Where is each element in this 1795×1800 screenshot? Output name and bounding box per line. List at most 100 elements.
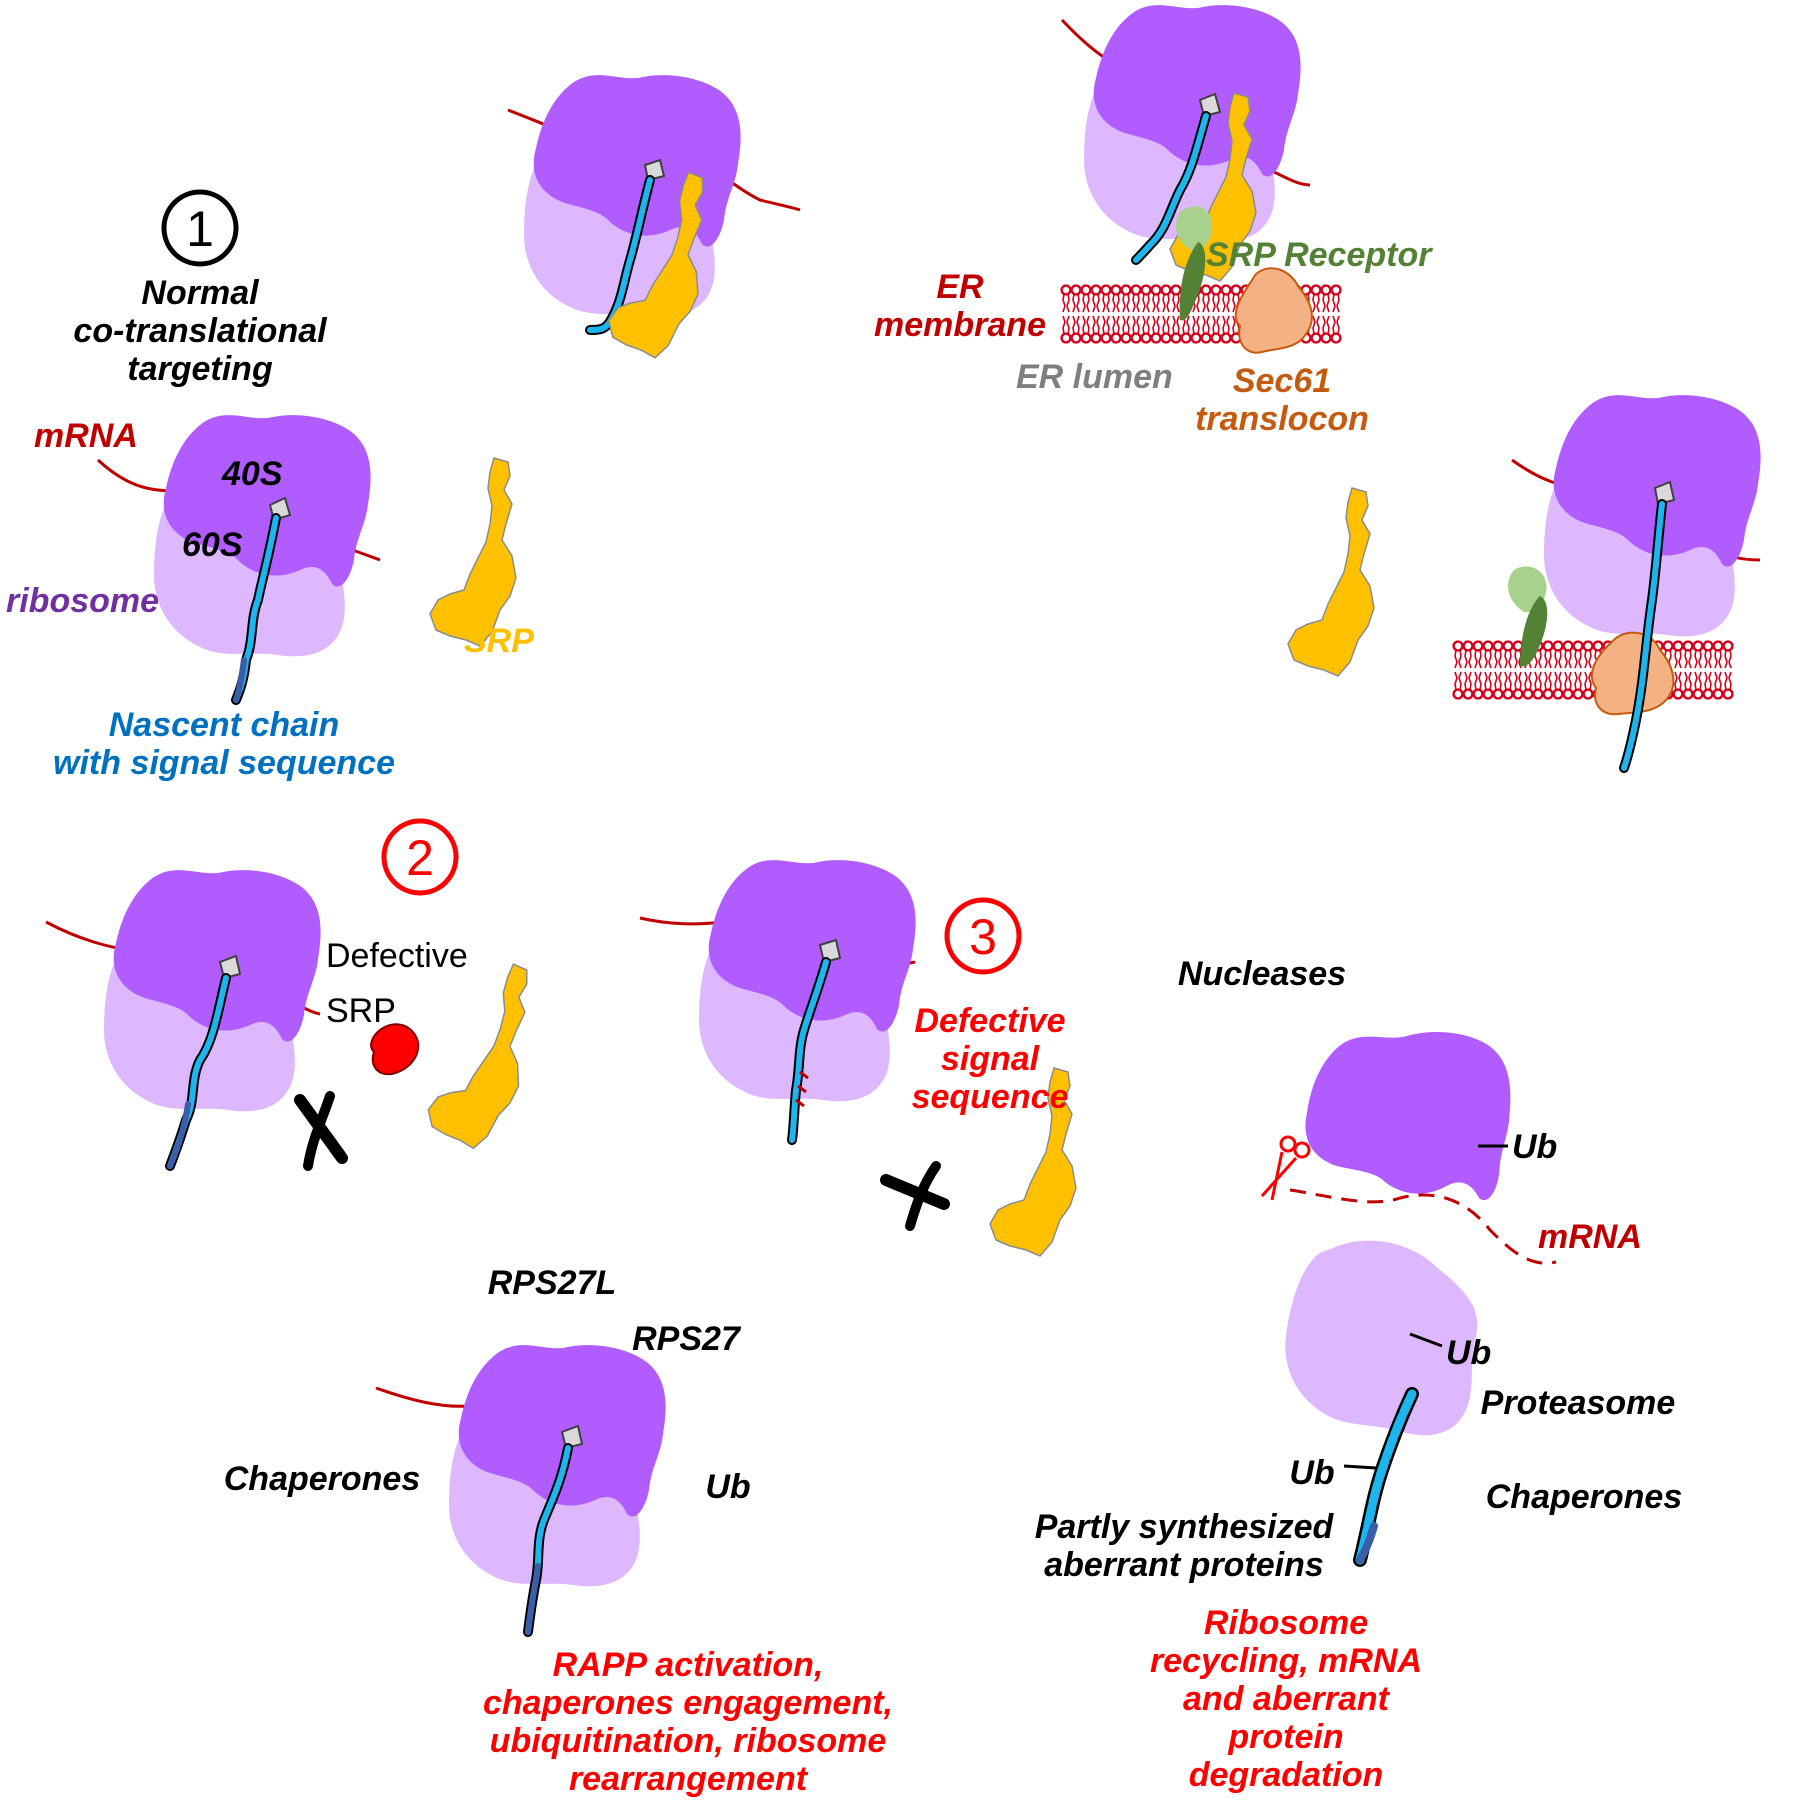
ribosome-complex-5 bbox=[45, 870, 321, 1171]
ribosome-label: ribosome bbox=[6, 582, 159, 620]
rps27-label: RPS27 bbox=[632, 1320, 742, 1358]
nascent-chain-label-2: with signal sequence bbox=[53, 744, 395, 782]
nascent-chain-2 bbox=[587, 177, 653, 333]
lipid-head bbox=[1672, 640, 1684, 670]
nascent-chain-6 bbox=[789, 959, 829, 1143]
recycling-label-5: degradation bbox=[1189, 1756, 1384, 1794]
lipid-head bbox=[1692, 670, 1704, 700]
ribosome-complex-6 bbox=[639, 860, 916, 1145]
defective-signal-label-3: sequence bbox=[912, 1078, 1069, 1116]
separated-large-subunit bbox=[1299, 1026, 1518, 1213]
recycling-label-3: and aberrant bbox=[1183, 1680, 1391, 1718]
lipid-head bbox=[1482, 640, 1494, 670]
cleaved-mrna bbox=[1289, 1188, 1557, 1265]
lipid-head bbox=[1492, 640, 1504, 670]
lipid-head bbox=[1702, 640, 1714, 670]
blocked-mark-1 bbox=[294, 1091, 348, 1171]
sec61-label-1: Sec61 bbox=[1233, 362, 1331, 400]
lipid-head bbox=[1512, 670, 1524, 700]
normal-targeting-title-2: co-translational bbox=[73, 312, 328, 350]
subunit-40s-label: 40S bbox=[221, 455, 283, 493]
recycling-label-4: protein bbox=[1227, 1718, 1343, 1756]
nascent-chain-label-1: Nascent chain bbox=[109, 706, 340, 744]
mrna-label-2: mRNA bbox=[1538, 1218, 1642, 1256]
rapp-label-3: ubiquitination, ribosome bbox=[490, 1722, 887, 1760]
srp-receptor-label: SRP Receptor bbox=[1206, 236, 1433, 274]
rps27l-label: RPS27L bbox=[488, 1264, 617, 1302]
lipid-head bbox=[1552, 670, 1564, 700]
step-1-number: 1 bbox=[186, 201, 214, 257]
defective-srp-label-1: Defective bbox=[326, 937, 468, 975]
lipid-head bbox=[1462, 640, 1474, 670]
lipid-head bbox=[1562, 640, 1574, 670]
lipid-head bbox=[1472, 640, 1484, 670]
step-2-number: 2 bbox=[406, 830, 434, 886]
lipid-head bbox=[1712, 640, 1724, 670]
recycling-label-2: recycling, mRNA bbox=[1150, 1642, 1422, 1680]
lipid-head bbox=[1682, 670, 1694, 700]
srp-receptor-1-dark bbox=[1179, 242, 1206, 321]
lipid-head bbox=[1502, 670, 1514, 700]
step-3-marker: 3 bbox=[944, 897, 1022, 975]
ribosome-complex-3 bbox=[1060, 5, 1311, 282]
ub-label-large: Ub bbox=[1512, 1128, 1557, 1166]
defective-signal-label-2: signal bbox=[941, 1040, 1041, 1078]
scissors-icon bbox=[1260, 1135, 1311, 1201]
ub-label-small: Ub bbox=[1446, 1334, 1491, 1372]
lipid-head bbox=[1542, 640, 1554, 670]
step-2-marker: 2 bbox=[381, 818, 459, 896]
defective-srp-particle bbox=[423, 954, 536, 1155]
er-membrane-label-1: ER bbox=[936, 268, 984, 306]
defective-srp-red-domain bbox=[370, 1023, 420, 1076]
aberrant-protein-chain bbox=[1355, 1389, 1417, 1565]
ub-tag-chain bbox=[1343, 1464, 1377, 1470]
ub-tag-small bbox=[1409, 1332, 1443, 1348]
lipid-head bbox=[1672, 670, 1684, 700]
step-1-marker: 1 bbox=[161, 189, 239, 267]
lipid-head bbox=[1722, 640, 1734, 670]
lipid-head bbox=[1712, 670, 1724, 700]
sec61-translocon-1 bbox=[1234, 267, 1313, 354]
ribosome-complex-1 bbox=[96, 415, 381, 705]
blocked-mark-2 bbox=[880, 1161, 950, 1231]
er-membrane-label-2: membrane bbox=[874, 306, 1046, 344]
lipid-head bbox=[1572, 670, 1584, 700]
lipid-head bbox=[1492, 670, 1504, 700]
srp-receptor-1-light bbox=[1175, 206, 1213, 251]
lipid-head bbox=[1542, 670, 1554, 700]
aberrant-proteins-label-1: Partly synthesized bbox=[1035, 1508, 1335, 1546]
lipid-head bbox=[1702, 670, 1714, 700]
srp-particle-released bbox=[1287, 487, 1375, 677]
subunit-60s-label: 60S bbox=[182, 526, 243, 564]
srp-label: SRP bbox=[464, 622, 534, 660]
nucleases-label: Nucleases bbox=[1178, 955, 1346, 993]
lipid-head bbox=[1572, 640, 1584, 670]
defective-signal-marks bbox=[795, 1070, 809, 1108]
chaperones-right-label: Chaperones bbox=[1486, 1478, 1683, 1516]
normal-targeting-title-1: Normal bbox=[141, 274, 260, 312]
rapp-label-2: chaperones engagement, bbox=[483, 1684, 893, 1722]
er-lumen-label: ER lumen bbox=[1016, 358, 1173, 396]
ribosome-complex-2 bbox=[507, 75, 801, 363]
lipid-head bbox=[1582, 640, 1594, 670]
ribosome-complex-4 bbox=[1511, 395, 1761, 637]
lipid-head bbox=[1562, 670, 1574, 700]
lipid-head bbox=[1462, 670, 1474, 700]
aberrant-proteins-label-2: aberrant proteins bbox=[1044, 1546, 1324, 1584]
lipid-head bbox=[1532, 670, 1544, 700]
lipid-head bbox=[1682, 640, 1694, 670]
lipid-head bbox=[1502, 640, 1514, 670]
mrna-label-1: mRNA bbox=[34, 417, 138, 455]
lipid-head bbox=[1472, 670, 1484, 700]
lipid-head bbox=[1452, 670, 1464, 700]
normal-targeting-title-3: targeting bbox=[127, 350, 273, 388]
rapp-label-1: RAPP activation, bbox=[553, 1646, 824, 1684]
proteasome-label: Proteasome bbox=[1481, 1384, 1676, 1422]
rapp-label-4: rearrangement bbox=[569, 1760, 809, 1798]
lipid-head bbox=[1522, 670, 1534, 700]
lipid-head bbox=[1482, 670, 1494, 700]
srp-particle-1 bbox=[429, 457, 517, 647]
lipid-head bbox=[1692, 640, 1704, 670]
ub-label-left: Ub bbox=[705, 1468, 750, 1506]
